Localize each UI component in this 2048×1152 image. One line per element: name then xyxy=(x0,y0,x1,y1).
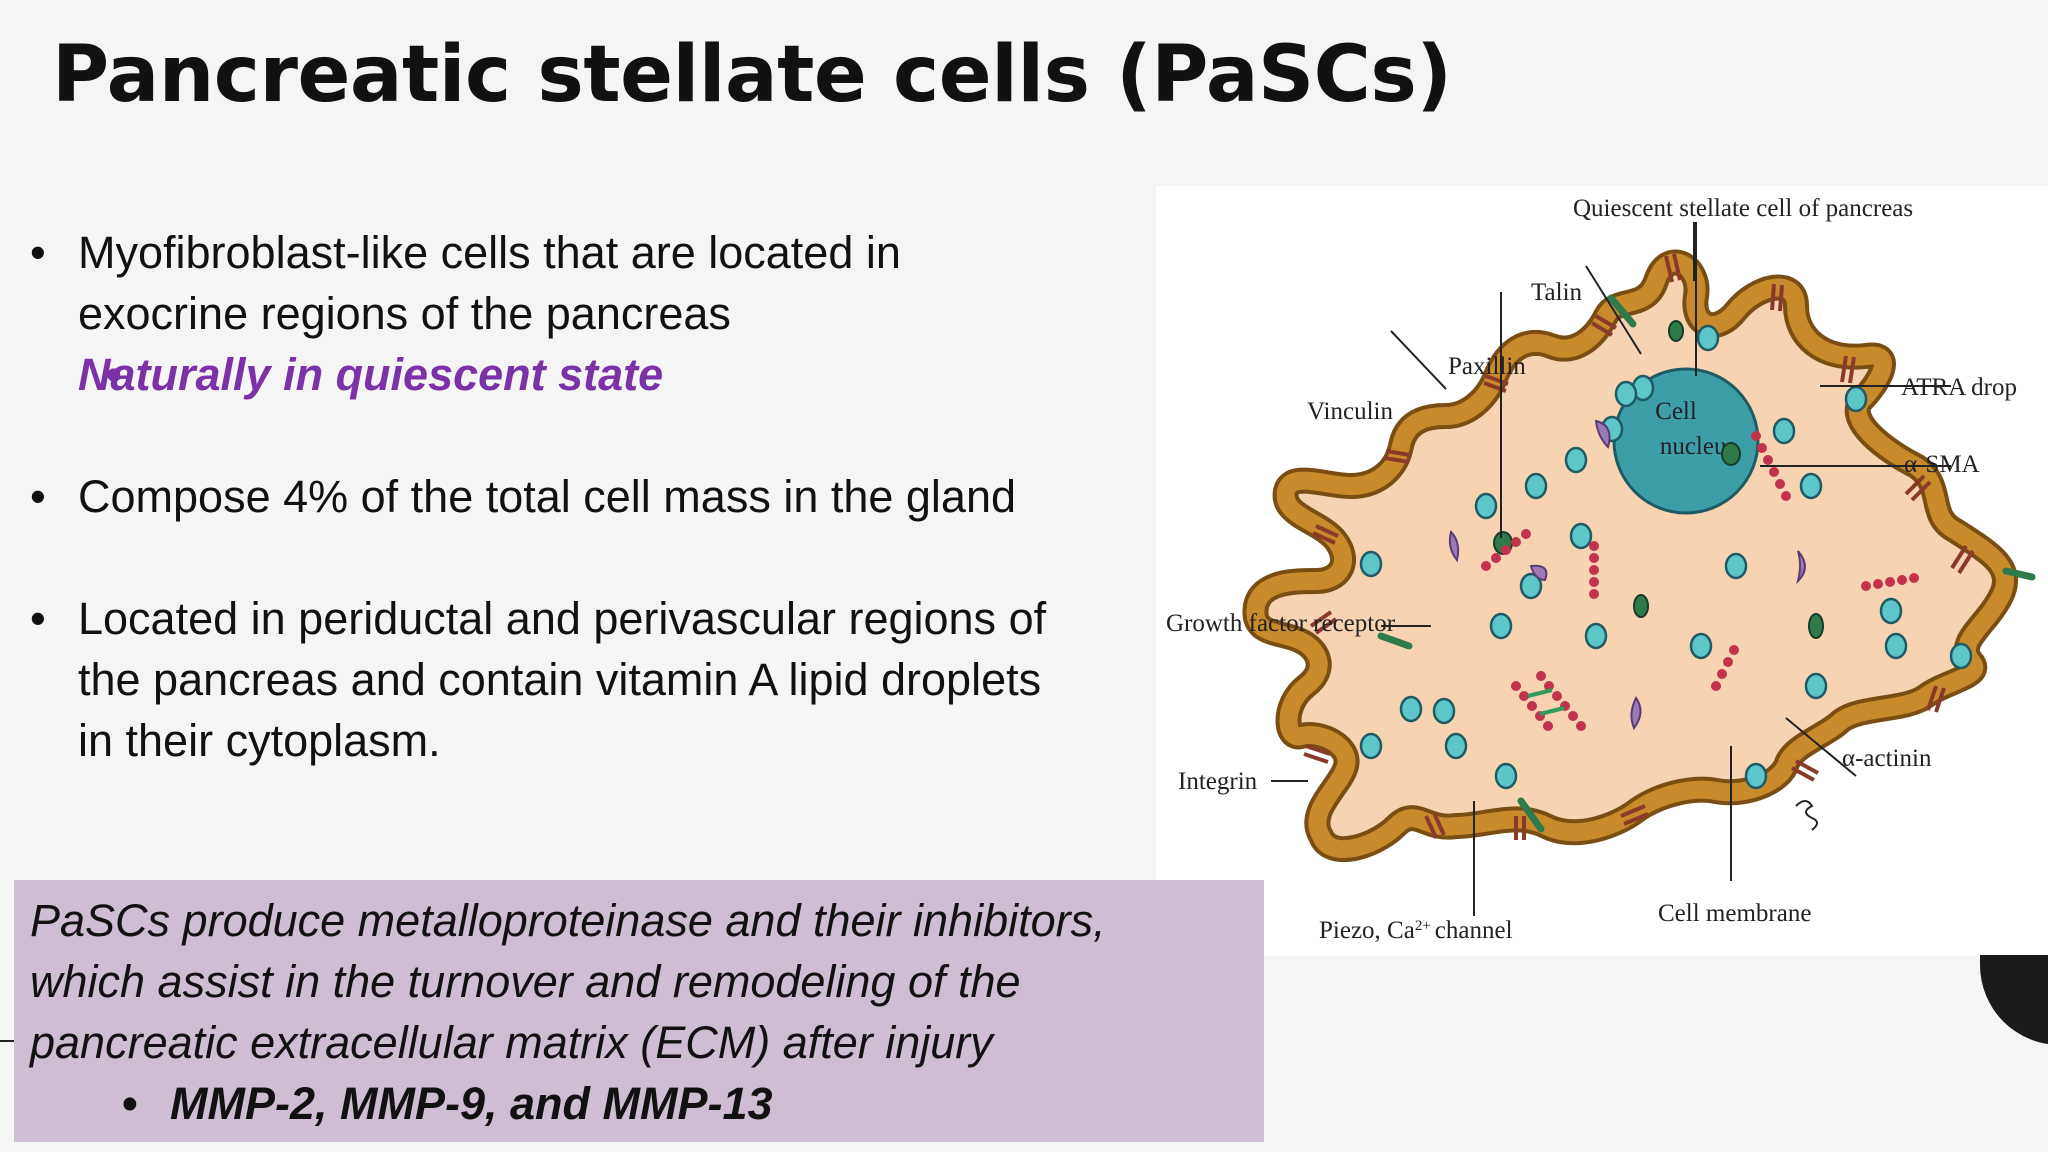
lipid-droplets xyxy=(1359,324,1973,790)
bullet-list: Myofibroblast-like cells that are locate… xyxy=(30,222,1130,771)
bullet-dot-icon: • xyxy=(106,349,122,400)
callout-line: pancreatic extracellular matrix (ECM) af… xyxy=(30,1017,993,1068)
stellate-cell-diagram: Cell nucleus xyxy=(1156,186,2048,956)
label-actinin: α-actinin xyxy=(1842,745,1932,772)
label-integrin: Integrin xyxy=(1178,768,1258,795)
label-vinculin: Vinculin xyxy=(1307,398,1393,425)
nucleus-label: Cell xyxy=(1655,398,1697,425)
sub-bullet-item: • Naturally in quiescent state xyxy=(30,344,1130,405)
bullet-dot-icon: • xyxy=(122,1078,138,1129)
label-atra: ATRA drop xyxy=(1901,374,2017,401)
bullet-line: Myofibroblast-like cells that are locate… xyxy=(78,227,901,278)
callout-line: PaSCs produce metalloproteinase and thei… xyxy=(30,895,1106,946)
bullet-item: Myofibroblast-like cells that are locate… xyxy=(30,222,1130,344)
callout-box: PaSCs produce metalloproteinase and thei… xyxy=(14,880,1264,1142)
label-growth-factor: Growth factor receptor xyxy=(1166,610,1396,637)
alpha-actinin-links xyxy=(1527,688,1565,716)
slide-title: Pancreatic stellate cells (PaSCs) xyxy=(52,30,1452,120)
label-membrane: Cell membrane xyxy=(1658,900,1811,927)
label-talin: Talin xyxy=(1531,279,1583,306)
pointer-lines xyxy=(1271,222,1951,916)
actin-filaments xyxy=(1481,431,1919,731)
dark-droplets xyxy=(1493,320,1824,639)
corner-decoration xyxy=(1980,955,2048,1045)
bullet-item: Compose 4% of the total cell mass in the… xyxy=(30,466,1130,527)
receptor-marks xyxy=(1377,294,2036,833)
callout-sub-bullet: • MMP-2, MMP-9, and MMP-13 xyxy=(30,1073,1248,1134)
label-paxillin: Paxillin xyxy=(1448,353,1526,380)
membrane-channels xyxy=(1303,253,1975,840)
bullet-line: in their cytoplasm. xyxy=(78,715,441,766)
callout-line: which assist in the turnover and remodel… xyxy=(30,956,1021,1007)
sub-bullet-text: Naturally in quiescent state xyxy=(78,349,664,400)
bullet-line: exocrine regions of the pancreas xyxy=(78,288,731,339)
alpha-actinin-glyph xyxy=(1795,800,1818,831)
left-rule-decoration xyxy=(0,1040,14,1042)
label-quiescent: Quiescent stellate cell of pancreas xyxy=(1573,195,1913,222)
bullet-line: Located in periductal and perivascular r… xyxy=(78,593,1047,644)
bullet-line: Compose 4% of the total cell mass in the… xyxy=(78,471,1017,522)
callout-sub-text: MMP-2, MMP-9, and MMP-13 xyxy=(170,1078,773,1129)
bullet-item: Located in periductal and perivascular r… xyxy=(30,588,1130,771)
vesicles xyxy=(1448,419,1806,730)
bullet-line: the pancreas and contain vitamin A lipid… xyxy=(78,654,1042,705)
label-asma: α-SMA xyxy=(1904,451,1980,478)
label-piezo: Piezo, Ca2+channel xyxy=(1319,917,1513,944)
